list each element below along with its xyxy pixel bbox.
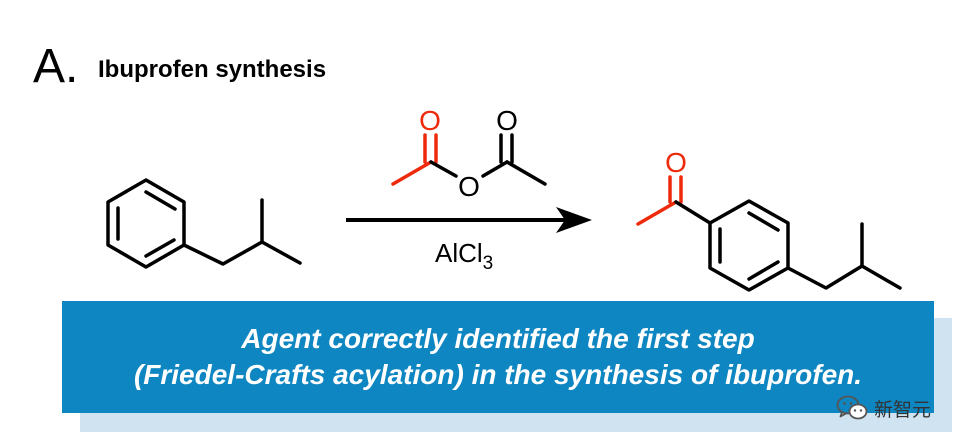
aromatic-double-bond [144, 190, 177, 211]
oxygen-atom: O [665, 147, 687, 178]
acetyl-methyl-bond [391, 160, 433, 186]
acetyl-methyl-bond [505, 160, 547, 186]
reaction-arrow [346, 207, 592, 233]
catalyst-subscript: 3 [483, 253, 494, 274]
oxygen-atom: O [458, 171, 480, 202]
caption-line-1: Agent correctly identified the first ste… [241, 323, 755, 354]
ester-bond [429, 160, 458, 178]
reagent-acetic-anhydride [391, 133, 547, 186]
acetyl-methyl-bond [636, 200, 678, 226]
reactant-isobutylbenzene [106, 178, 302, 269]
watermark-text: 新智元 [874, 398, 932, 421]
aromatic-double-bond [747, 260, 780, 281]
oxygen-atom: O [419, 105, 441, 136]
product-isobutylacetophenone [636, 175, 902, 292]
benzene-ring [106, 178, 186, 269]
panel-letter: A. [33, 40, 78, 93]
ester-bond [481, 160, 509, 178]
caption-panel: Agent correctly identified the first ste… [62, 301, 934, 413]
catalyst-label: AlCl3 [435, 238, 493, 274]
catalyst-base: AlCl [435, 238, 483, 268]
aromatic-double-bond [144, 238, 176, 258]
arrow-head [556, 207, 592, 233]
isobutyl-chain [786, 264, 902, 290]
acyl-ring-bond [674, 200, 712, 225]
caption-line-2: (Friedel-Crafts acylation) in the synthe… [133, 359, 863, 390]
figure-title: Ibuprofen synthesis [98, 56, 326, 83]
wechat-icon [836, 395, 868, 420]
oxygen-atom: O [496, 105, 518, 136]
watermark: 新智元 [836, 391, 931, 425]
benzene-ring [708, 199, 790, 292]
isobutyl-chain [182, 240, 302, 266]
aromatic-double-bond [747, 211, 780, 232]
